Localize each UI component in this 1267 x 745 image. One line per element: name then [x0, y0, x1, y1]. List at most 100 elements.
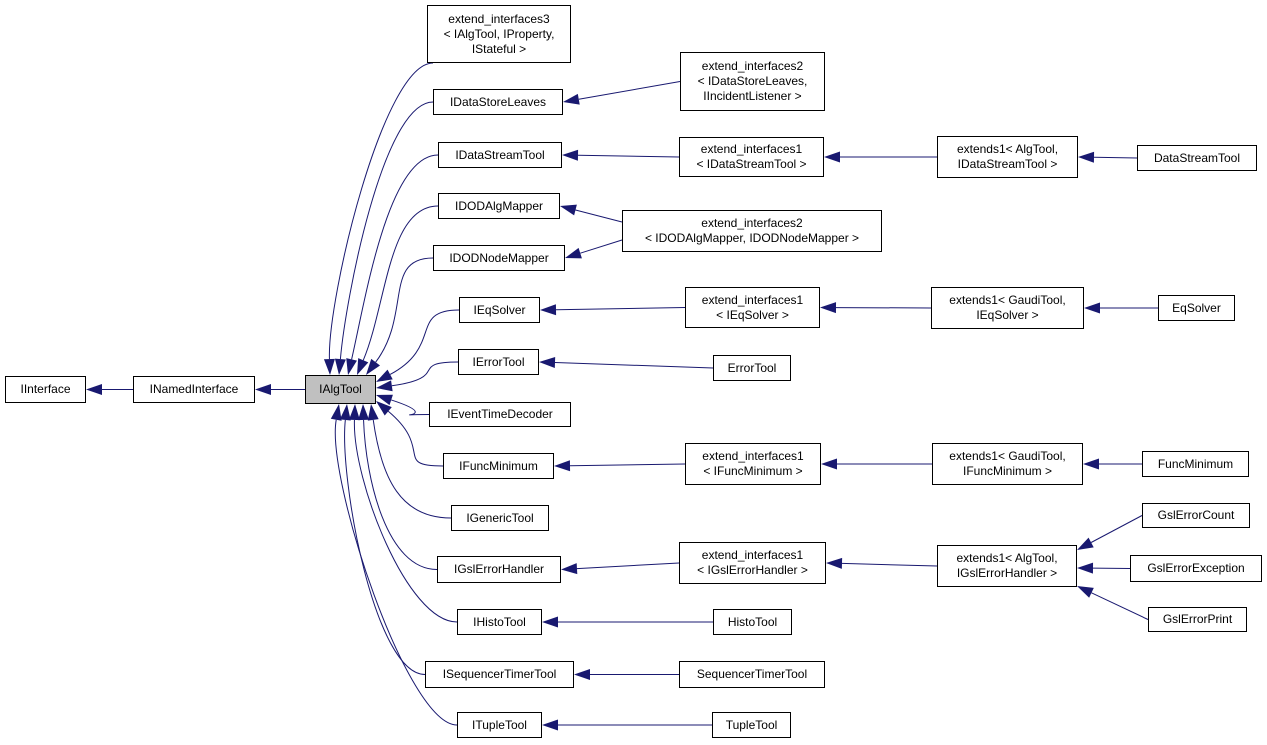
edge-IDataStoreLeaves-to-IAlgTool [339, 101, 434, 360]
node-label: < IDataStreamTool > [696, 157, 807, 171]
node-label: < IGslErrorHandler > [697, 563, 808, 577]
node-IEventTimeDecoder[interactable]: IEventTimeDecoder [429, 402, 571, 427]
node-label: extends1< AlgTool, [956, 551, 1058, 565]
arrowhead-IDODAlgMapper-to-IAlgTool [357, 358, 369, 375]
node-ex1_fm[interactable]: extends1< GaudiTool,IFuncMinimum > [932, 443, 1083, 485]
node-label: GslErrorPrint [1162, 612, 1233, 626]
edge-ei1_dst-to-IDataStreamTool [577, 154, 680, 158]
node-label: extends1< GaudiTool, [949, 293, 1066, 307]
arrowhead-ei2_dod-to-IDODNodeMapper [565, 247, 582, 259]
node-label: IDataStoreLeaves [449, 94, 547, 109]
node-GslErrorPrint[interactable]: GslErrorPrint [1148, 607, 1247, 632]
arrowhead-IDataStreamTool-to-IAlgTool [346, 358, 357, 375]
node-GslErrorException[interactable]: GslErrorException [1130, 555, 1262, 582]
arrowhead-IErrorTool-to-IAlgTool [376, 380, 393, 392]
node-ei1_fm[interactable]: extend_interfaces1< IFuncMinimum > [685, 443, 821, 485]
node-FuncMinimum[interactable]: FuncMinimum [1142, 451, 1249, 477]
node-IFuncMinimum[interactable]: IFuncMinimum [443, 453, 554, 479]
node-label: extend_interfaces3 [448, 11, 550, 26]
node-ei2_ds[interactable]: extend_interfaces2< IDataStoreLeaves,IIn… [680, 52, 825, 111]
node-INamedInterface[interactable]: INamedInterface [133, 376, 255, 403]
node-HistoTool[interactable]: HistoTool [713, 609, 792, 635]
node-label: IInterface [20, 382, 71, 396]
node-ei1_dst[interactable]: extend_interfaces1< IDataStreamTool > [679, 137, 824, 177]
arrowhead-ei2_dod-to-IDODAlgMapper [560, 204, 577, 216]
node-label: < IFuncMinimum > [703, 464, 803, 478]
edge-IDODAlgMapper-to-IAlgTool [362, 205, 439, 361]
node-ex1_gsl[interactable]: extends1< AlgTool,IGslErrorHandler > [937, 545, 1077, 587]
edge-IGenericTool-to-IAlgTool [372, 419, 452, 519]
arrowhead-IEqSolver-to-IAlgTool [376, 369, 393, 382]
edge-IDODNodeMapper-to-IAlgTool [375, 257, 434, 363]
arrowhead-EqSolver-to-ex1_eq [1084, 302, 1100, 314]
node-IGenericTool[interactable]: IGenericTool [451, 505, 549, 531]
node-label: IEqSolver > [976, 308, 1039, 322]
node-IEqSolver[interactable]: IEqSolver [459, 297, 540, 323]
node-DataStreamTool[interactable]: DataStreamTool [1137, 145, 1257, 171]
node-label: ErrorTool [727, 360, 777, 375]
node-label: extend_interfaces1 [701, 292, 804, 307]
node-ei1_gsl[interactable]: extend_interfaces1< IGslErrorHandler > [679, 542, 826, 584]
node-IDODNodeMapper[interactable]: IDODNodeMapper [433, 245, 565, 271]
node-label: IAlgTool [319, 382, 362, 396]
node-IInterface[interactable]: IInterface [5, 376, 86, 403]
node-ex1_dst[interactable]: extends1< AlgTool,IDataStreamTool > [937, 136, 1078, 178]
node-IHistoTool[interactable]: IHistoTool [457, 609, 542, 635]
node-label: DataStreamTool [1153, 150, 1241, 165]
node-IDataStoreLeaves[interactable]: IDataStoreLeaves [433, 89, 563, 115]
arrowhead-SequencerTimerTool-to-ISequencerTimerTool [574, 669, 590, 680]
arrowhead-IGenericTool-to-IAlgTool [367, 404, 379, 421]
node-label: IFuncMinimum [459, 458, 538, 473]
arrowhead-ei1_gsl-to-IGslErrorHandler [561, 563, 578, 575]
arrowhead-IAlgTool-to-INamedInterface [255, 384, 271, 395]
node-label: HistoTool [727, 614, 778, 629]
node-IErrorTool[interactable]: IErrorTool [458, 349, 539, 375]
node-ex1_eq[interactable]: extends1< GaudiTool,IEqSolver > [931, 287, 1084, 329]
edge-ei3-to-IAlgTool [328, 62, 434, 360]
node-EqSolver[interactable]: EqSolver [1158, 295, 1235, 321]
edge-ei2_dod-to-IDODAlgMapper [575, 209, 623, 223]
arrowhead-GslErrorException-to-ex1_gsl [1077, 562, 1094, 574]
node-SequencerTimerTool[interactable]: SequencerTimerTool [679, 661, 825, 688]
arrowhead-HistoTool-to-IHistoTool [542, 616, 558, 628]
arrowhead-GslErrorCount-to-ex1_gsl [1077, 537, 1094, 550]
arrowhead-ex1_eq-to-ei1_eq [820, 302, 837, 314]
edge-IHistoTool-to-IAlgTool [353, 419, 458, 623]
node-label: extends1< GaudiTool, [949, 449, 1066, 463]
node-ei1_eq[interactable]: extend_interfaces1< IEqSolver > [685, 287, 820, 328]
node-IGslErrorHandler[interactable]: IGslErrorHandler [437, 556, 561, 583]
node-ErrorTool[interactable]: ErrorTool [713, 355, 791, 381]
node-label: IGslErrorHandler [453, 562, 545, 576]
node-IAlgTool: IAlgTool [305, 375, 376, 404]
node-IDODAlgMapper[interactable]: IDODAlgMapper [438, 193, 560, 219]
node-label: IDataStreamTool [455, 147, 545, 162]
node-label: EqSolver [1172, 300, 1221, 315]
node-label: extend_interfaces2 [701, 216, 803, 230]
arrowhead-ei2_ds-to-IDataStoreLeaves [563, 93, 580, 105]
node-label: IGenericTool [466, 510, 534, 525]
node-GslErrorCount[interactable]: GslErrorCount [1142, 503, 1250, 528]
arrowhead-ei1_eq-to-IEqSolver [540, 304, 557, 316]
node-ITupleTool[interactable]: ITupleTool [457, 712, 542, 738]
arrowhead-IHistoTool-to-IAlgTool [348, 404, 360, 421]
node-label: < IDODAlgMapper, IDODNodeMapper > [644, 231, 860, 245]
edge-DataStreamTool-to-ex1_dst [1093, 156, 1138, 159]
arrowhead-INamedInterface-to-IInterface [86, 384, 102, 395]
node-ei2_dod[interactable]: extend_interfaces2< IDODAlgMapper, IDODN… [622, 210, 882, 252]
edge-GslErrorCount-to-ex1_gsl [1090, 515, 1143, 543]
arrowhead-ex1_fm-to-ei1_fm [821, 458, 837, 470]
node-label: IDODAlgMapper [454, 198, 544, 213]
node-label: IFuncMinimum > [962, 464, 1053, 478]
node-ei3[interactable]: extend_interfaces3< IAlgTool, IProperty,… [427, 5, 571, 63]
node-label: IDODNodeMapper [449, 250, 549, 265]
node-ISequencerTimerTool[interactable]: ISequencerTimerTool [425, 661, 574, 688]
arrowhead-ei1_dst-to-IDataStreamTool [562, 149, 579, 161]
node-TupleTool[interactable]: TupleTool [712, 712, 791, 738]
node-label: GslErrorCount [1157, 508, 1235, 522]
node-label: GslErrorException [1147, 561, 1245, 575]
edge-IGslErrorHandler-to-IAlgTool [363, 419, 438, 570]
arrowhead-ei3-to-IAlgTool [323, 358, 335, 375]
arrowhead-IDataStoreLeaves-to-IAlgTool [334, 358, 346, 375]
node-IDataStreamTool[interactable]: IDataStreamTool [438, 142, 562, 168]
